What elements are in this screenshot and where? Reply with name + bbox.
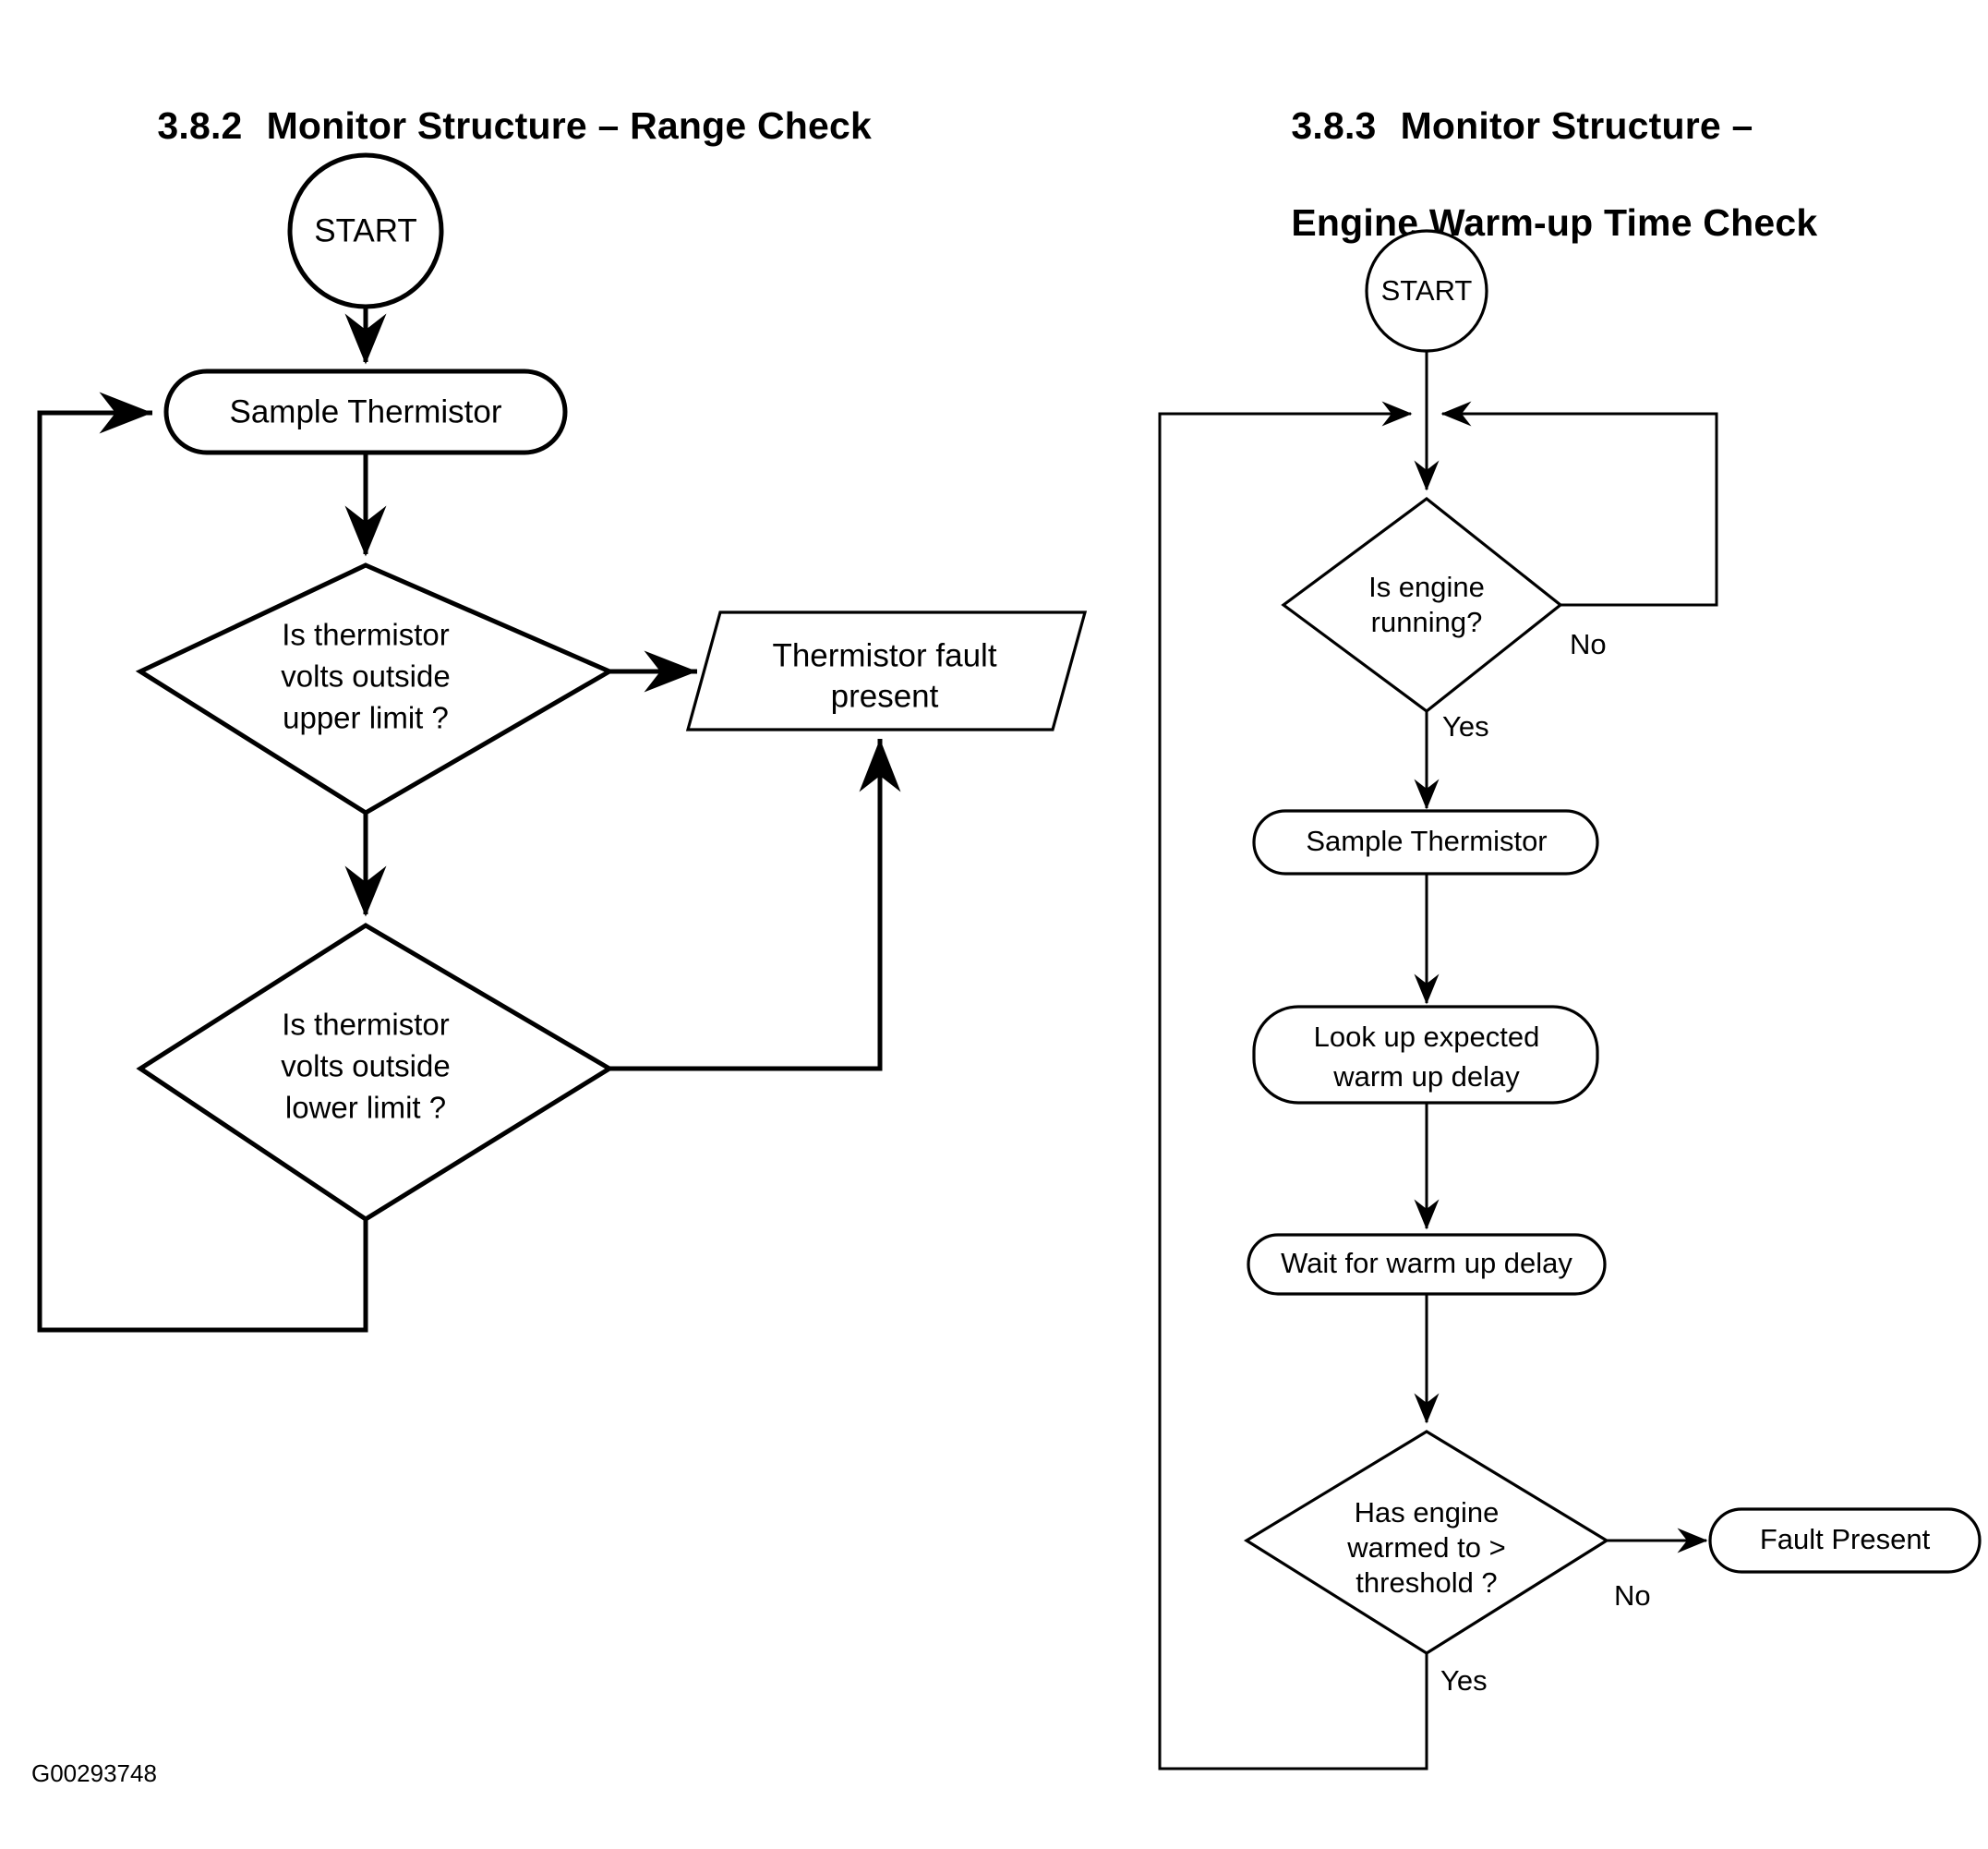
section-heading-left: 3.8.2 Monitor Structure – Range Check — [114, 54, 872, 199]
edge-label-running-no: No — [1570, 628, 1607, 660]
node-lookup-delay: Look up expected warm up delay — [1252, 1005, 1599, 1105]
node-lower-limit-decision: Is thermistor volts outside lower limit … — [136, 923, 614, 1222]
edge-lower-to-fault — [609, 739, 901, 1071]
node-sample-thermistor-left-label: Sample Thermistor — [229, 393, 501, 429]
node-engine-warmed-decision: Has engine warmed to > threshold ? — [1243, 1430, 1610, 1655]
node-lookup-delay-line1: Look up expected — [1314, 1021, 1540, 1053]
node-start-left-label: START — [314, 212, 417, 248]
node-upper-limit-line2: volts outside — [281, 659, 450, 694]
edge-warmed-yes-loop — [1158, 401, 1428, 1770]
node-upper-limit-decision: Is thermistor volts outside upper limit … — [135, 562, 615, 816]
node-upper-limit-line1: Is thermistor — [282, 618, 450, 652]
edge-label-warmed-yes: Yes — [1440, 1664, 1488, 1697]
node-engine-warmed-line1: Has engine — [1355, 1496, 1500, 1529]
edge-lower-to-sample-loop — [37, 392, 368, 1333]
node-engine-running-decision: Is engine running? — [1281, 496, 1563, 714]
node-fault-present: Fault Present — [1708, 1507, 1982, 1574]
node-engine-running-line2: running? — [1371, 606, 1483, 638]
node-lower-limit-line2: volts outside — [281, 1049, 450, 1083]
node-thermistor-fault-present: Thermistor fault present — [685, 610, 1088, 731]
flowchart-left: START Sample Thermistor Is thermistor vo… — [37, 152, 1088, 1333]
node-fault-present-label: Fault Present — [1760, 1523, 1931, 1555]
node-engine-warmed-line2: warmed to > — [1346, 1531, 1505, 1564]
node-wait-delay-label: Wait for warm up delay — [1281, 1247, 1572, 1279]
node-lookup-delay-line2: warm up delay — [1332, 1060, 1520, 1093]
section-title-right-line1: Monitor Structure – — [1400, 104, 1753, 148]
node-fault-line2: present — [831, 678, 939, 714]
node-start-left: START — [287, 152, 444, 309]
node-upper-limit-line3: upper limit ? — [283, 701, 449, 735]
node-start-right: START — [1365, 229, 1488, 353]
node-wait-delay: Wait for warm up delay — [1247, 1233, 1607, 1296]
node-engine-warmed-line3: threshold ? — [1355, 1566, 1497, 1599]
flowchart-right: START Is engine running? No Yes Sample T… — [1158, 229, 1982, 1770]
node-lower-limit-line1: Is thermistor — [282, 1008, 450, 1042]
node-start-right-label: START — [1381, 274, 1473, 307]
node-fault-line1: Thermistor fault — [772, 637, 996, 673]
node-sample-thermistor-right: Sample Thermistor — [1252, 809, 1599, 876]
node-lower-limit-line3: lower limit ? — [285, 1091, 446, 1125]
node-engine-running-line1: Is engine — [1368, 571, 1485, 603]
node-sample-thermistor-right-label: Sample Thermistor — [1306, 825, 1547, 857]
section-title-left: Monitor Structure – Range Check — [266, 104, 873, 148]
edge-running-no-loop — [1440, 401, 1718, 607]
node-sample-thermistor-left: Sample Thermistor — [163, 369, 568, 455]
reference-code: G00293748 — [31, 1759, 157, 1787]
section-number-right: 3.8.3 — [1291, 104, 1377, 148]
edge-label-running-yes: Yes — [1442, 710, 1489, 743]
section-number-left: 3.8.2 — [157, 104, 243, 148]
edge-label-warmed-no: No — [1614, 1579, 1651, 1612]
